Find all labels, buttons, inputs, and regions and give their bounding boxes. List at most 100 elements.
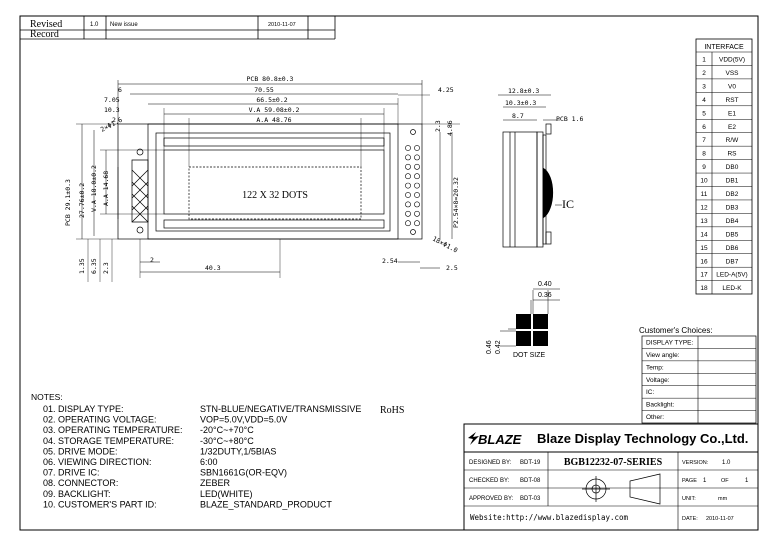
pin-number: 15: [700, 245, 708, 252]
pin-signal: VSS: [725, 70, 739, 77]
pin-hole: [405, 220, 411, 227]
dim-va-width: V.A 59.08±0.2: [249, 106, 300, 114]
page-value: 1: [703, 478, 707, 484]
note-label: 01. DISPLAY TYPE:: [43, 404, 124, 414]
notes-block: NOTES: RoHS 01. DISPLAY TYPE:STN-BLUE/NE…: [31, 392, 404, 509]
side-dim-8-7: 8.7: [512, 112, 524, 120]
side-dim-10-3: 10.3±0.3: [505, 99, 536, 107]
dim-pin-hole: 18×Φ1.0: [431, 235, 459, 255]
note-value: STN-BLUE/NEGATIVE/TRANSMISSIVE: [200, 404, 361, 414]
page-label: PAGE: [682, 478, 697, 484]
pin-hole: [414, 220, 420, 227]
dim-2-54: 2.54: [382, 257, 398, 265]
customer-row-label: DISPLAY TYPE:: [646, 340, 694, 347]
pin-signal: DB5: [726, 231, 739, 238]
mount-hole-bl: [136, 226, 144, 234]
dim-pcb-height: PCB 29.1±0.3: [64, 179, 72, 226]
dim-2b: 2: [150, 256, 154, 264]
pin-hole: [405, 154, 411, 161]
note-value: 6:00: [200, 457, 218, 467]
rohs-mark: RoHS: [380, 405, 404, 416]
pin-hole: [414, 201, 420, 208]
side-ic-label: IC: [562, 197, 574, 211]
pin-number: 3: [702, 83, 706, 90]
side-dim-12-8: 12.8±0.3: [508, 87, 539, 95]
dot-square: [533, 314, 548, 329]
pin-signal: DB3: [726, 204, 739, 211]
pin-hole: [414, 192, 420, 198]
of-label: OF: [721, 478, 729, 484]
blaze-logo: BLAZE: [468, 432, 522, 447]
mount-hole-tl: [136, 148, 144, 156]
note-label: 02. OPERATING VOLTAGE:: [43, 415, 157, 425]
pin-signal: VDD(5V): [719, 57, 745, 64]
dim-4-25: 4.25: [438, 86, 454, 94]
note-label: 08. CONNECTOR:: [43, 478, 118, 488]
revision-date: 2010-11-07: [268, 22, 296, 28]
side-pcb-thickness: PCB 1.6: [556, 115, 583, 123]
note-label: 04. STORAGE TEMPERATURE:: [43, 436, 174, 446]
checked-by: BDT-08: [520, 478, 541, 484]
part-number: BGB12232-07-SERIES: [564, 457, 663, 468]
dot-height-2: 0.42: [495, 340, 502, 354]
pin-hole: [414, 145, 420, 151]
customer-row-label: View angle:: [646, 352, 680, 359]
pin-number: 17: [700, 272, 708, 279]
pin-number: 8: [702, 151, 706, 158]
revised-label: Revised: [30, 19, 62, 30]
front-view-labels: PCB 80.8±0.3 70.55 66.5±0.2 V.A 59.08±0.…: [64, 75, 460, 274]
revision-version: 1.0: [90, 22, 99, 28]
note-label: 09. BACKLIGHT:: [43, 489, 111, 499]
customer-row-label: Temp:: [646, 364, 664, 371]
dim-7-05: 7.05: [104, 96, 120, 104]
projection-symbol: [582, 473, 661, 505]
pin-hole: [405, 201, 411, 208]
note-value: BLAZE_STANDARD_PRODUCT: [200, 499, 332, 509]
note-value: -30°C~+80°C: [200, 436, 254, 446]
pin-number: 9: [702, 164, 706, 171]
dim-pitch: P2.54×8=20.32: [452, 177, 460, 228]
dim-1-35: 1.35: [78, 258, 86, 274]
pin-signal: DB0: [726, 164, 739, 171]
pin-hole: [405, 210, 411, 217]
pin-number: 18: [700, 285, 708, 292]
pin-hole: [414, 173, 420, 180]
viewing-area: [163, 149, 385, 215]
title-block: BLAZE Blaze Display Technology Co.,Ltd. …: [463, 423, 759, 531]
date-value: 2010-11-07: [706, 516, 734, 522]
dim-2-3: 2.3: [434, 120, 442, 132]
dot-height-1: 0.46: [486, 340, 493, 354]
pin-hole: [405, 163, 411, 170]
pin-number: 10: [700, 178, 708, 185]
dim-40-3: 40.3: [205, 264, 221, 272]
side-ic-blob: [542, 167, 553, 219]
dim-4-86: 4.86: [446, 120, 454, 136]
pin-hole-array: [405, 145, 420, 227]
interface-title: INTERFACE: [704, 44, 744, 51]
pin-signal: V0: [728, 83, 736, 90]
dim-height-27-76: 27.76±0.2: [78, 183, 86, 218]
pin-signal: DB2: [726, 191, 739, 198]
pin-number: 4: [702, 97, 706, 104]
note-label: 05. DRIVE MODE:: [43, 446, 118, 456]
logo-text: BLAZE: [478, 432, 522, 447]
pin-number: 11: [701, 191, 708, 198]
pin-signal: LED-K: [722, 285, 742, 292]
dot-size-detail: 0.40 0.36 0.46 0.42 DOT SIZE: [486, 281, 560, 359]
note-value: 1/32DUTY,1/5BIAS: [200, 446, 276, 456]
dot-size-label: DOT SIZE: [513, 352, 545, 359]
dim-2-3b: 2.3: [102, 262, 110, 274]
company-name: Blaze Display Technology Co.,Ltd.: [537, 431, 748, 446]
pin-number: 12: [700, 204, 708, 211]
pin-hole: [414, 163, 420, 170]
version-label: VERSION:: [682, 460, 709, 466]
pcb-outline: [117, 123, 423, 240]
note-label: 10. CUSTOMER'S PART ID:: [43, 499, 157, 509]
pin-number: 7: [702, 137, 706, 144]
side-body: [502, 131, 538, 248]
pin-signal: RST: [726, 97, 739, 104]
front-view: [76, 80, 460, 282]
